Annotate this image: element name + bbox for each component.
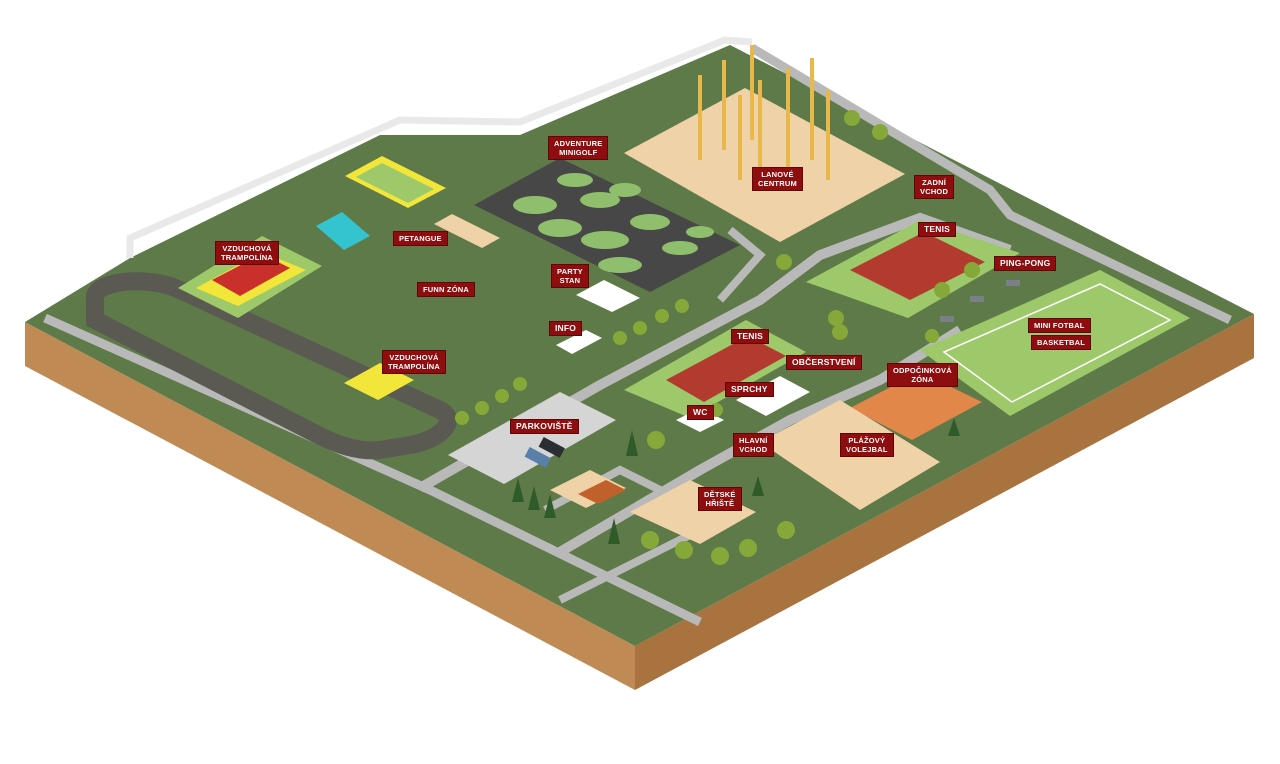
sand-pit-dark [578,480,626,504]
car-2 [524,446,551,468]
label-wc[interactable]: WC [687,405,714,420]
football-field-lines [942,283,1172,403]
relaxation-zone [850,372,982,440]
kart-track [85,272,457,460]
tennis-court-1 [850,232,985,300]
label-parkoviste[interactable]: PARKOVIŠTĚ [510,419,579,434]
label-vzduchova-trampolina-1[interactable]: VZDUCHOVÁ TRAMPOLÍNA [215,241,279,265]
label-odpocinkova-zona[interactable]: ODPOČINKOVÁ ZÓNA [887,363,958,387]
playground [630,480,756,544]
rope-centre-area [624,88,905,242]
label-lanove-centrum[interactable]: LANOVÉ CENTRUM [752,167,803,191]
small-football-field-inner [356,163,434,203]
adventure-minigolf-area [474,158,740,292]
ground-soil-right [635,314,1254,690]
label-tenis-1[interactable]: TENIS [918,222,957,237]
label-party-stan[interactable]: PARTY STAN [551,264,589,288]
label-basketbal[interactable]: BASKETBAL [1031,335,1092,350]
label-obcerstveni[interactable]: OBČERSTVENÍ [786,355,862,370]
label-adventure-minigolf[interactable]: ADVENTURE MINIGOLF [548,136,609,160]
label-mini-fotbal[interactable]: MINI FOTBAL [1028,318,1091,333]
rope-centre-poles [698,45,830,180]
label-detske-hriste[interactable]: DĚTSKÉ HŘIŠTĚ [698,487,742,511]
path-minigolf [717,226,766,303]
ground-soil-left [25,322,635,690]
label-zadni-vchod[interactable]: ZADNÍ VCHOD [914,175,955,199]
boundary-wall [126,36,753,258]
label-tenis-2[interactable]: TENIS [731,329,770,344]
label-petangue[interactable]: PETANGUE [393,231,448,246]
label-sprchy[interactable]: SPRCHY [725,382,774,397]
label-vzduchova-trampolina-2[interactable]: VZDUCHOVÁ TRAMPOLÍNA [382,350,446,374]
party-tent [576,280,640,312]
parking-lot [448,392,616,484]
minigolf-greens [513,173,714,273]
info-building [556,330,602,354]
car-1 [538,436,565,458]
conifers [512,418,960,544]
label-hlavni-vchod[interactable]: HLAVNÍ VCHOD [733,433,774,457]
petangue-court [434,214,500,248]
perimeter-road-right [749,44,1232,325]
water-slide [316,212,370,250]
ping-pong-tables [940,280,1020,322]
label-info[interactable]: INFO [549,321,583,336]
label-ping-pong[interactable]: PING-PONG [994,256,1057,271]
tennis-court-2 [666,336,786,402]
label-plazovy-volejbal[interactable]: PLÁŽOVÝ VOLEJBAL [840,433,894,457]
label-funn-zona[interactable]: FUNN ZÓNA [417,282,475,297]
